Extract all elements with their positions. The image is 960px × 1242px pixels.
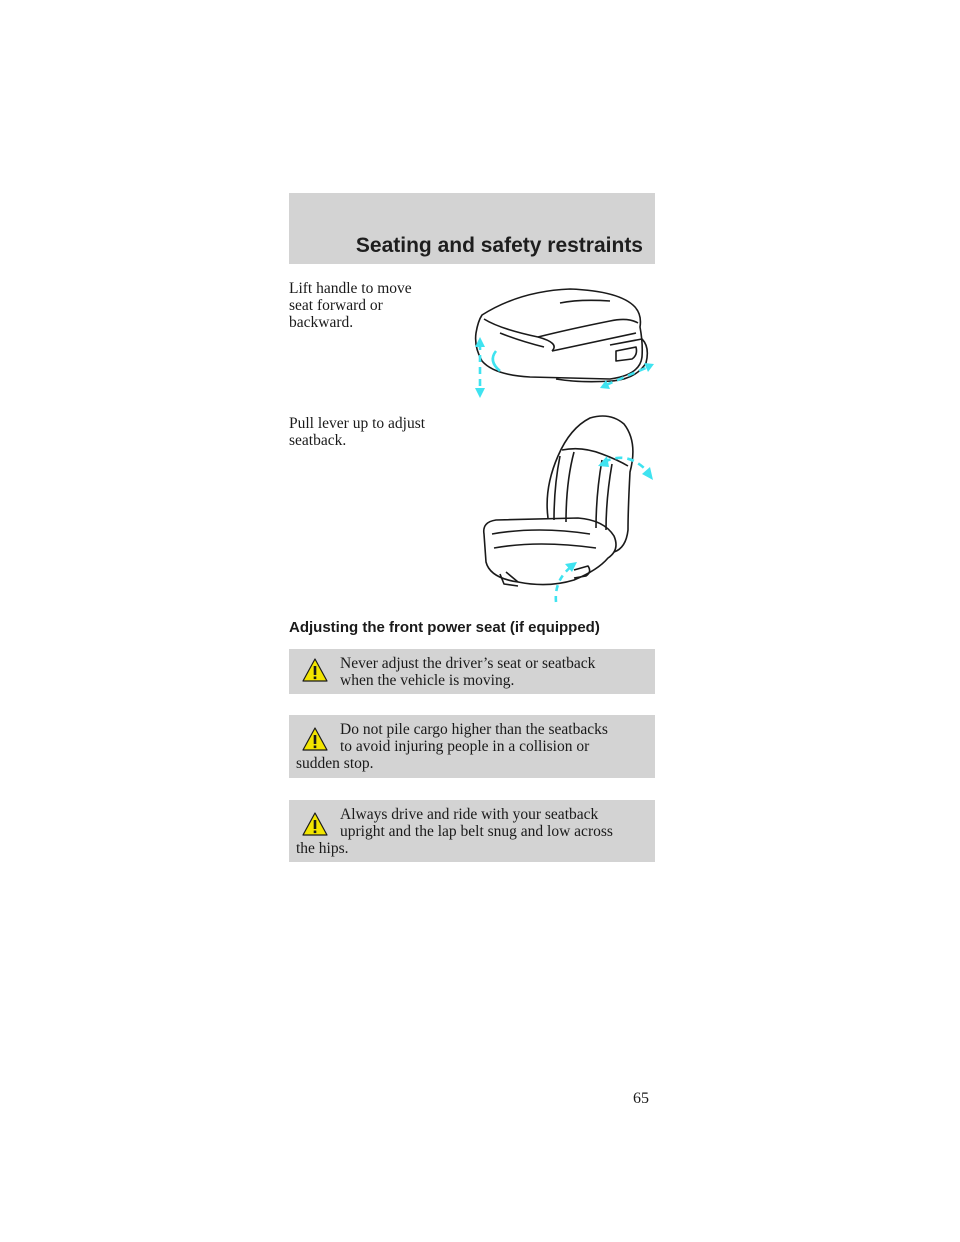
warning-triangle-icon [302, 727, 328, 751]
seat-adjust-instruction: Lift handle to move seat forward or back… [289, 280, 449, 331]
warning-line: Never adjust the driver’s seat or seatba… [340, 655, 596, 672]
warning-triangle-icon [302, 812, 328, 836]
warning-box: Do not pile cargo higher than the seatba… [289, 715, 655, 778]
warning-text: Do not pile cargo higher than the seatba… [296, 721, 656, 772]
warning-line: to avoid injuring people in a collision … [340, 738, 590, 755]
warning-triangle-icon [302, 658, 328, 682]
seat-cushion-illustration [474, 288, 654, 398]
warning-box: Never adjust the driver’s seat or seatba… [289, 649, 655, 694]
power-seat-heading: Adjusting the front power seat (if equip… [289, 619, 600, 636]
warning-text: Never adjust the driver’s seat or seatba… [296, 655, 656, 689]
warning-line: the hips. [296, 840, 349, 857]
instruction-line: seatback. [289, 432, 347, 449]
warning-line: sudden stop. [296, 755, 374, 772]
seatback-instruction: Pull lever up to adjust seatback. [289, 415, 449, 449]
warning-text: Always drive and ride with your seatback… [296, 806, 656, 857]
warning-line: when the vehicle is moving. [340, 672, 515, 689]
warning-box: Always drive and ride with your seatback… [289, 800, 655, 862]
warning-line: upright and the lap belt snug and low ac… [340, 823, 613, 840]
instruction-line: Pull lever up to adjust [289, 415, 426, 432]
section-title: Seating and safety restraints [355, 234, 643, 257]
instruction-line: Lift handle to move [289, 280, 412, 297]
warning-line: Do not pile cargo higher than the seatba… [340, 721, 608, 738]
instruction-line: seat forward or [289, 297, 383, 314]
seatback-illustration [482, 415, 653, 603]
warning-line: Always drive and ride with your seatback [340, 806, 599, 823]
page-number: 65 [633, 1090, 649, 1107]
instruction-line: backward. [289, 314, 354, 331]
section-header: Seating and safety restraints [289, 193, 655, 264]
